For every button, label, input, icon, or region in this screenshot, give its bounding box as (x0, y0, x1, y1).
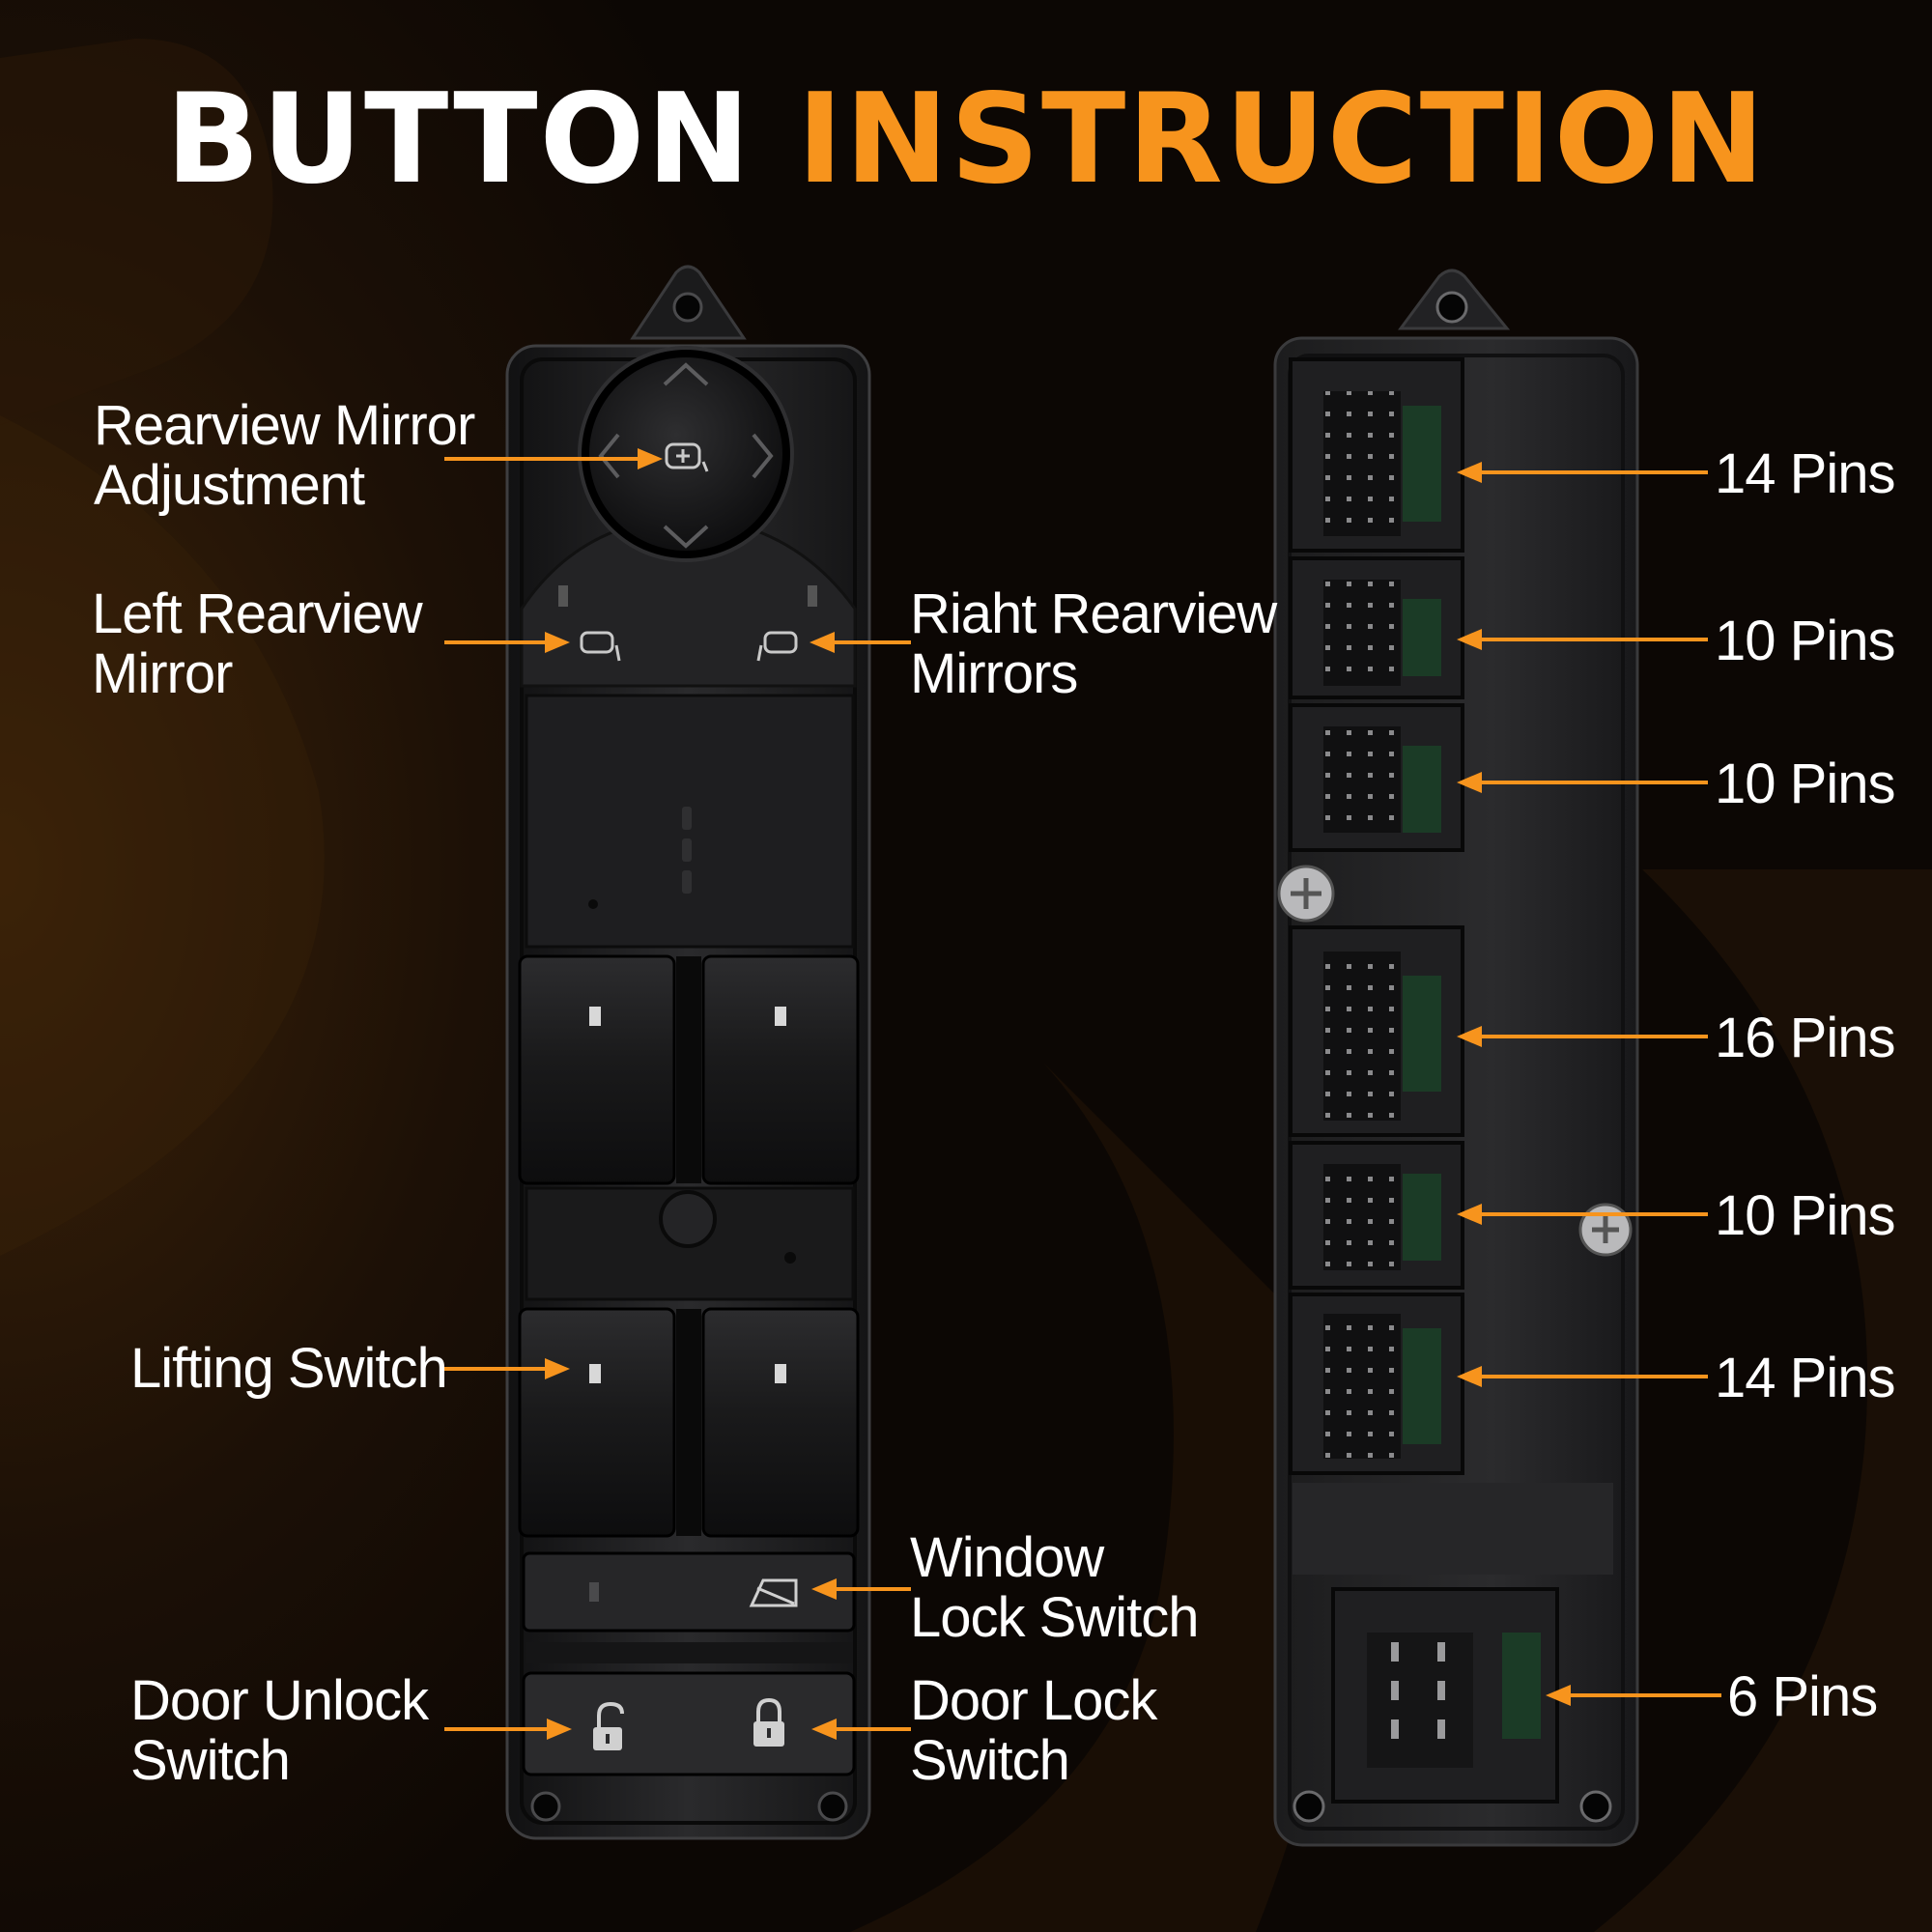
window-switch-rear-left[interactable] (518, 1307, 676, 1538)
label-left-rearview-mirror: Left Rearview Mirror (92, 582, 423, 705)
callout-arrows (444, 448, 1721, 1740)
connector-2 (1289, 556, 1464, 699)
connector-4 (1289, 925, 1464, 1137)
mirror-adjust-icon[interactable] (665, 442, 709, 472)
label-rearview-mirror-adjustment: Rearview Mirror Adjustment (94, 394, 475, 517)
unlock-icon (593, 1701, 624, 1750)
window-switch-front-left[interactable] (518, 954, 676, 1185)
lock-icon (753, 1697, 784, 1747)
window-switch-front-right[interactable] (701, 954, 860, 1185)
connector-1 (1289, 357, 1464, 553)
front-switch-panel (505, 265, 871, 1840)
label-window-lock-switch: Window Lock Switch (910, 1526, 1199, 1649)
left-mirror-icon[interactable] (580, 631, 621, 662)
label-lifting-switch: Lifting Switch (130, 1337, 448, 1400)
bg-swirl-top-left (0, 39, 273, 425)
label-door-unlock-switch: Door Unlock Switch (130, 1669, 429, 1792)
door-lock-switch-key[interactable] (522, 1671, 856, 1776)
title-part-orange: INSTRUCTION (797, 68, 1767, 212)
window-switch-rear-right[interactable] (701, 1307, 860, 1538)
pin-label-connector-2: 10 Pins (1715, 610, 1895, 672)
bg-swirl-bottom (850, 1063, 1343, 1932)
window-lock-icon (749, 1578, 798, 1607)
connector-7 (1331, 1587, 1559, 1804)
connector-6 (1289, 1293, 1464, 1475)
pin-label-connector-7: 6 Pins (1727, 1665, 1878, 1728)
screw-lower (1578, 1203, 1633, 1257)
connector-3 (1289, 703, 1464, 852)
right-mirror-icon[interactable] (756, 631, 798, 662)
label-right-rearview-mirrors: Riaht Rearview Mirrors (910, 582, 1277, 705)
page-title: BUTTON INSTRUCTION (0, 68, 1932, 213)
pin-label-connector-3: 10 Pins (1715, 753, 1895, 815)
pin-label-connector-6: 14 Pins (1715, 1347, 1895, 1409)
screw-upper (1277, 865, 1335, 923)
pin-label-connector-5: 10 Pins (1715, 1184, 1895, 1247)
bg-swirl-right (1594, 869, 1932, 1932)
connector-5 (1289, 1141, 1464, 1290)
title-part-white: BUTTON (165, 68, 753, 212)
pin-label-connector-1: 14 Pins (1715, 442, 1895, 505)
label-door-lock-switch: Door Lock Switch (910, 1669, 1157, 1792)
bg-swirl-left (0, 415, 325, 1256)
back-connector-panel (1273, 269, 1639, 1847)
pin-label-connector-4: 16 Pins (1715, 1007, 1895, 1069)
window-lock-switch-key[interactable] (522, 1551, 856, 1633)
